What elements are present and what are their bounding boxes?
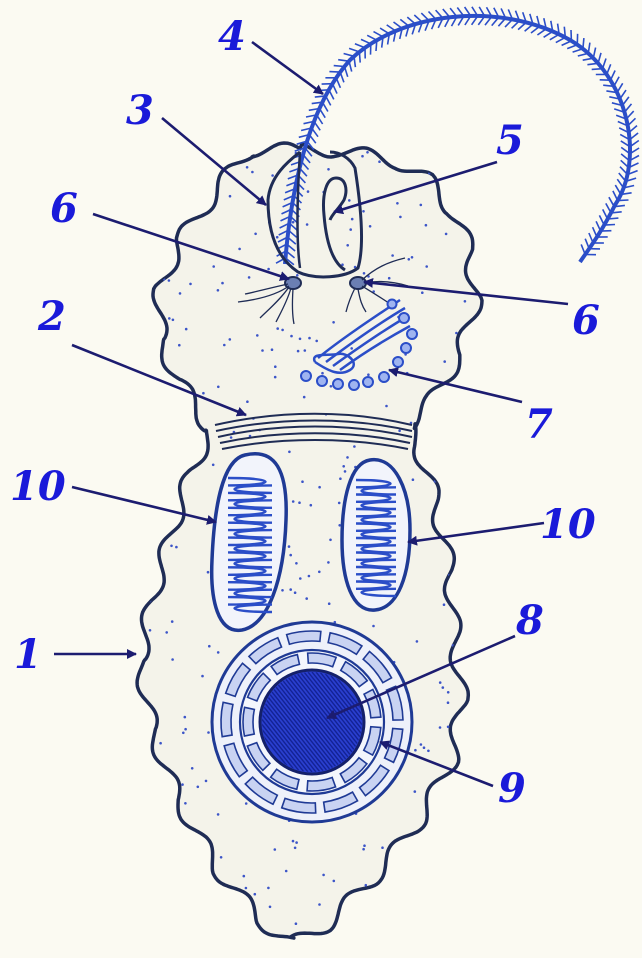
leader-4	[252, 42, 323, 94]
label-5: 5	[496, 117, 524, 164]
label-6-right: 6	[572, 297, 600, 344]
label-3: 3	[126, 87, 154, 134]
label-10-right: 10	[540, 501, 596, 548]
mitochondrion-right	[342, 460, 410, 610]
label-10-left: 10	[10, 463, 66, 510]
label-2: 2	[37, 293, 66, 340]
cell-body	[137, 143, 482, 950]
label-4: 4	[218, 13, 246, 60]
label-8: 8	[515, 597, 544, 644]
label-7: 7	[525, 401, 553, 448]
label-9: 9	[498, 765, 526, 812]
label-6-left: 6	[50, 185, 78, 232]
label-1: 1	[14, 631, 42, 678]
